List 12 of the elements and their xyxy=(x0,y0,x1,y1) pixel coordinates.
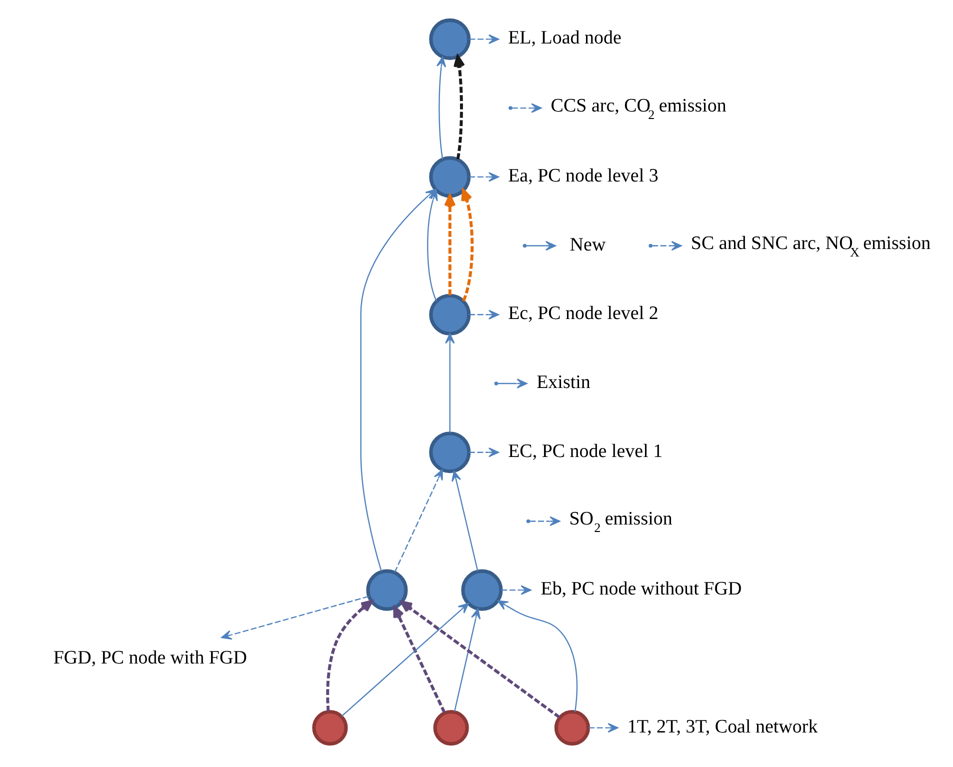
node-text: Ec, PC node level 2 xyxy=(508,303,658,324)
node-text: EC, PC node level 1 xyxy=(508,440,662,462)
node-text: Eb, PC node without FGD xyxy=(540,578,742,600)
node-text: New xyxy=(569,234,606,256)
node-text: SC and SNC arc, NO$_{X}$ emission xyxy=(690,233,930,260)
node-text: Existin xyxy=(536,372,590,394)
node-text: Ea, PC node level 3 xyxy=(508,165,658,186)
node-text: SO$_{2}$ emission xyxy=(568,508,672,536)
node-text: FGD, PC node with FGD xyxy=(52,647,246,668)
node-text: 1T, 2T, 3T, Coal network xyxy=(626,716,818,738)
node-text: CCS arc, CO$_{2}$ emission xyxy=(550,95,726,122)
node-text: EL, Load node xyxy=(508,28,621,49)
